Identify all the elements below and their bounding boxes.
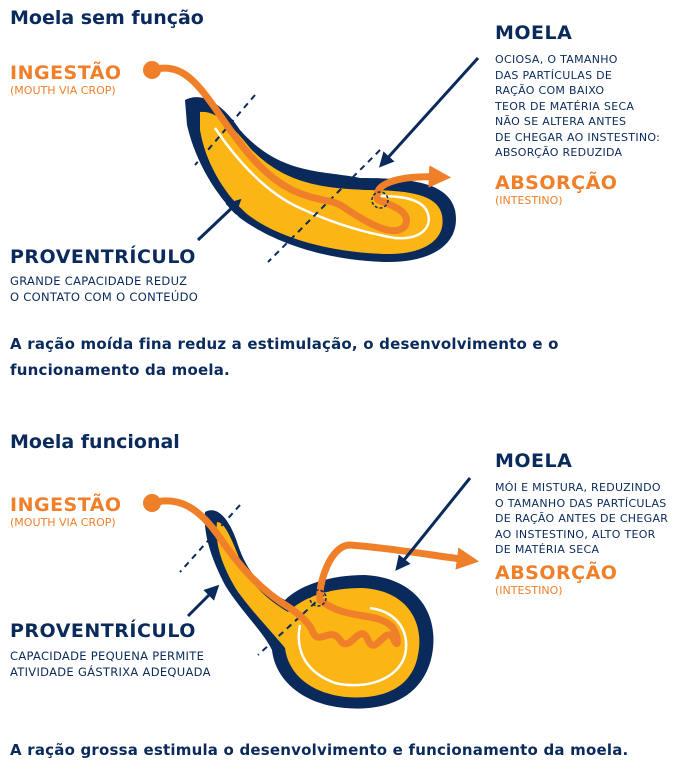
- section-title-functional: Moela funcional: [10, 431, 180, 453]
- diagram-functional-gizzard: [143, 477, 480, 709]
- food-path-2: [148, 497, 480, 649]
- diagram-nonfunctional-gizzard: [143, 56, 480, 263]
- absorption-label: ABSORÇÃO: [495, 172, 618, 194]
- proventriculus-label: PROVENTRÍCULO: [10, 620, 196, 642]
- proventriculus-label: PROVENTRÍCULO: [10, 246, 196, 268]
- caption-nonfunctional: A ração moída fina reduz a estimulação, …: [10, 335, 559, 379]
- caption-functional: A ração grossa estimula o desenvolviment…: [10, 741, 629, 759]
- ingestion-sublabel: (MOUTH VIA CROP): [10, 516, 116, 529]
- inner-lining-1: [213, 127, 430, 240]
- proventriculus-description: CAPACIDADE PEQUENA PERMITE ATIVIDADE GÁS…: [10, 649, 211, 679]
- ingestion-label: INGESTÃO: [10, 62, 122, 84]
- ingestion-label: INGESTÃO: [10, 494, 122, 516]
- proventriculus-gizzard-body-1: [200, 111, 443, 255]
- absorption-sublabel: (INTESTINO): [495, 194, 563, 207]
- gizzard-description: OCIOSA, O TAMANHO DAS PARTÍCULAS DE RAÇÃ…: [495, 53, 661, 159]
- proventriculus-description: GRANDE CAPACIDADE REDUZ O CONTATO COM O …: [10, 274, 199, 304]
- ingestion-sublabel: (MOUTH VIA CROP): [10, 84, 116, 97]
- absorption-label: ABSORÇÃO: [495, 562, 618, 584]
- gizzard-description: MÓI E MISTURA, REDUZINDO O TAMANHO DAS P…: [495, 481, 669, 556]
- food-path-1: [148, 64, 452, 235]
- absorption-sublabel: (INTESTINO): [495, 584, 563, 597]
- section-title-nonfunctional: Moela sem função: [10, 7, 204, 29]
- gizzard-label: MOELA: [495, 22, 573, 44]
- gizzard-label: MOELA: [495, 450, 573, 472]
- proventriculus-gizzard-body-2: [216, 522, 420, 698]
- inner-lining-2: [297, 606, 408, 687]
